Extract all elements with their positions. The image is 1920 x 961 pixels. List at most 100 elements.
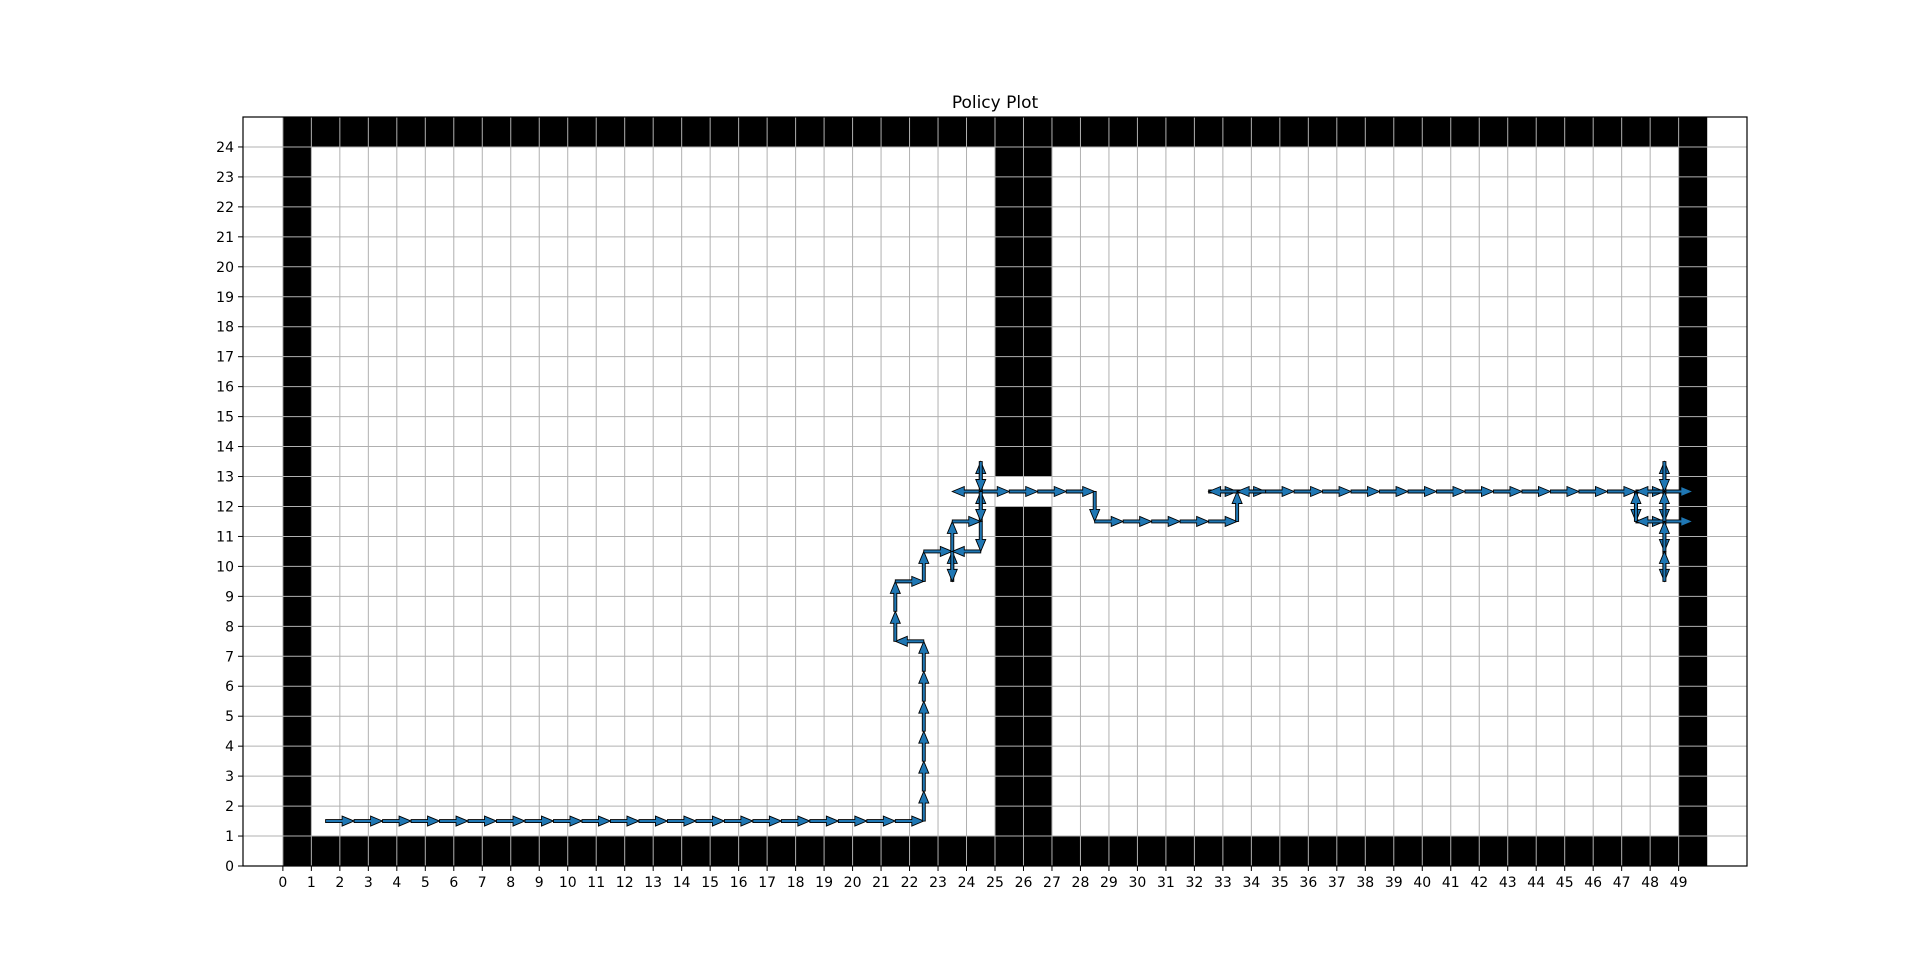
- policy-arrow-up: [918, 640, 930, 672]
- x-tick-label: 43: [1499, 875, 1517, 891]
- policy-arrow-right: [1493, 485, 1524, 498]
- y-tick-label: 5: [225, 709, 234, 725]
- x-tick-label: 24: [958, 875, 976, 891]
- policy-arrow-up: [1630, 490, 1642, 522]
- x-tick-label: 40: [1413, 875, 1431, 891]
- policy-arrow-up: [889, 580, 901, 612]
- policy-arrow-right: [723, 815, 755, 827]
- policy-arrow-right: [752, 815, 783, 827]
- x-tick-label: 1: [307, 875, 316, 891]
- policy-arrow-right: [382, 815, 413, 827]
- policy-arrow-right: [951, 515, 982, 528]
- x-tick-label: 25: [986, 875, 1004, 891]
- policy-arrow-right: [410, 815, 441, 827]
- x-tick-label: 29: [1100, 875, 1118, 891]
- x-tick-label: 30: [1129, 875, 1147, 891]
- y-tick-label: 16: [216, 380, 234, 396]
- x-tick-label: 4: [392, 875, 401, 891]
- y-tick-label: 8: [225, 619, 234, 635]
- x-tick-label: 27: [1043, 875, 1061, 891]
- y-tick-label: 10: [216, 559, 234, 575]
- policy-arrow-right: [353, 815, 384, 827]
- policy-arrow-left: [894, 635, 925, 647]
- wall-block: [282, 117, 312, 866]
- y-tick-label: 23: [216, 170, 234, 186]
- x-tick-label: 45: [1556, 875, 1574, 891]
- policy-arrow-left: [951, 485, 982, 498]
- policy-arrow-up: [918, 700, 930, 732]
- policy-arrow-right: [1322, 485, 1353, 498]
- x-tick-label: 34: [1242, 875, 1260, 891]
- grid-lines: [243, 117, 1747, 867]
- policy-arrow-right: [524, 815, 555, 827]
- policy-arrow-up: [1231, 490, 1243, 522]
- policy-arrow-right: [894, 815, 925, 827]
- policy-arrow-right: [1094, 515, 1125, 528]
- policy-arrow-up: [918, 759, 930, 792]
- x-tick-label: 44: [1527, 875, 1545, 891]
- policy-arrow-right: [1350, 485, 1381, 498]
- y-tick-label: 15: [216, 410, 234, 426]
- policy-arrow-right: [1464, 485, 1495, 498]
- policy-arrow-right: [638, 815, 669, 827]
- x-tick-label: 42: [1470, 875, 1488, 891]
- y-tick-label: 11: [216, 529, 234, 545]
- policy-arrow-right: [666, 815, 698, 827]
- x-tick-label: 3: [364, 875, 373, 891]
- policy-arrow-right: [1578, 485, 1609, 498]
- policy-arrow-left: [1634, 485, 1665, 498]
- policy-arrow-right: [894, 575, 925, 588]
- x-tick-label: 22: [901, 875, 919, 891]
- y-tick-label: 7: [225, 649, 234, 665]
- x-tick-label: 15: [701, 875, 719, 891]
- x-tick-label: 9: [535, 875, 544, 891]
- x-tick-label: 35: [1271, 875, 1289, 891]
- x-tick-label: 12: [616, 875, 634, 891]
- x-tick-label: 41: [1442, 875, 1460, 891]
- x-tick-label: 31: [1157, 875, 1175, 891]
- y-tick-label: 18: [216, 320, 234, 336]
- policy-arrow-right: [695, 815, 726, 827]
- policy-arrow-left: [1207, 485, 1238, 498]
- policy-arrow-right: [923, 545, 954, 558]
- policy-arrow-right: [780, 815, 812, 827]
- y-tick-label: 4: [225, 739, 234, 755]
- y-tick-label: 6: [225, 679, 234, 695]
- policy-arrow-right: [1521, 485, 1552, 498]
- policy-arrow-right: [1663, 515, 1695, 528]
- x-tick-label: 13: [644, 875, 662, 891]
- x-tick-label: 23: [929, 875, 947, 891]
- policy-arrow-right: [837, 815, 868, 827]
- x-tick-label: 16: [730, 875, 748, 891]
- policy-arrow-right: [1407, 485, 1438, 498]
- policy-arrow-left: [951, 545, 982, 558]
- policy-arrow-up: [1658, 520, 1671, 552]
- policy-arrow-right: [980, 485, 1011, 498]
- axes-frame: [242, 116, 1748, 867]
- policy-arrow-up: [918, 670, 930, 702]
- x-tick-label: 10: [559, 875, 577, 891]
- y-tick-label: 17: [216, 350, 234, 366]
- x-tick-label: 19: [815, 875, 833, 891]
- policy-arrow-right: [1008, 485, 1039, 498]
- policy-arrow-down: [975, 521, 987, 553]
- y-tick-label: 20: [216, 260, 234, 276]
- x-tick-label: 36: [1299, 875, 1317, 891]
- policy-arrow-up: [1658, 550, 1671, 582]
- x-tick-label: 17: [758, 875, 776, 891]
- policy-arrow-right: [581, 815, 612, 827]
- policy-arrow-right: [610, 815, 641, 827]
- policy-arrow-up: [889, 610, 901, 642]
- y-tick-label: 19: [216, 290, 234, 306]
- policy-arrow-right: [1265, 485, 1296, 498]
- policy-arrow-right: [1379, 485, 1410, 498]
- y-tick-label: 14: [216, 440, 234, 456]
- x-tick-label: 0: [278, 875, 287, 891]
- policy-arrow-right: [1208, 515, 1239, 528]
- policy-arrow-right: [496, 815, 527, 827]
- policy-arrow-right: [467, 815, 498, 827]
- policy-arrow-down: [1658, 461, 1671, 493]
- x-tick-label: 2: [335, 875, 344, 891]
- x-tick-label: 32: [1185, 875, 1203, 891]
